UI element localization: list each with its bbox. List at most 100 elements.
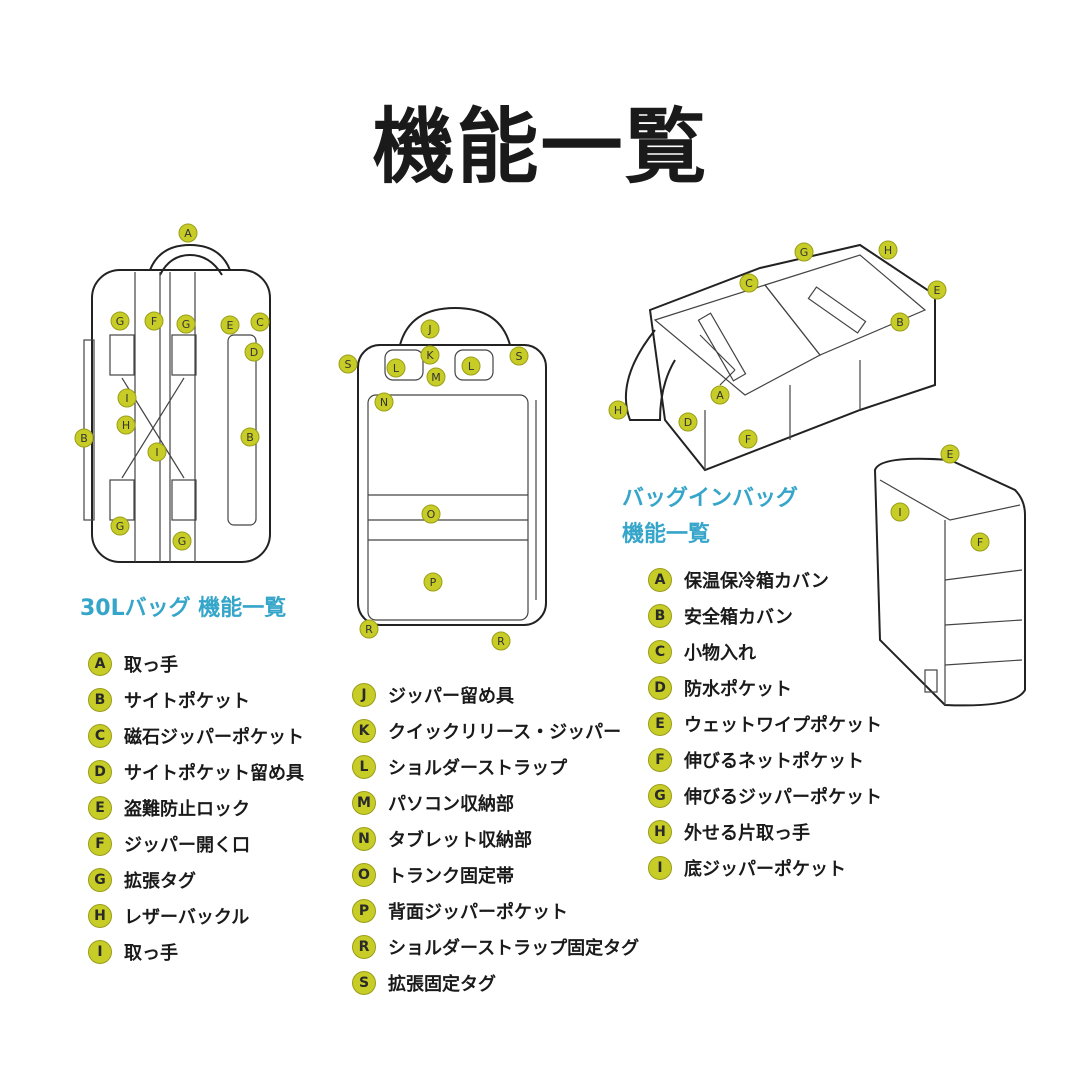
legend-item: O トランク固定帯 <box>352 857 639 893</box>
callout-marker-f: F <box>144 311 164 331</box>
svg-text:D: D <box>250 346 258 359</box>
legend-badge: P <box>352 899 376 923</box>
callout-marker-o: O <box>421 504 441 524</box>
callout-marker-c: C <box>739 273 759 293</box>
legend-label: 伸びるジッパーポケット <box>684 787 882 808</box>
legend-label: 盗難防止ロック <box>124 799 250 820</box>
legend-label: ジッパー留め具 <box>388 686 514 707</box>
svg-text:A: A <box>716 389 724 402</box>
svg-text:F: F <box>745 433 751 446</box>
legend-badge: S <box>352 971 376 995</box>
legend-badge: H <box>648 820 672 844</box>
legend-badge: D <box>648 676 672 700</box>
legend-label: サイトポケット留め具 <box>124 763 304 784</box>
svg-text:L: L <box>468 360 475 373</box>
legend-label: ショルダーストラップ <box>388 758 568 779</box>
backpack-front-illustration <box>357 306 547 626</box>
svg-text:G: G <box>800 246 809 259</box>
callout-marker-s: S <box>338 354 358 374</box>
svg-text:R: R <box>497 635 505 648</box>
legend-label: クイックリリース・ジッパー <box>388 722 622 743</box>
callout-marker-b: B <box>890 312 910 332</box>
svg-text:N: N <box>380 396 388 409</box>
legend-badge: D <box>88 760 112 784</box>
legend-label: トランク固定帯 <box>388 866 514 887</box>
legend-badge: J <box>352 683 376 707</box>
callout-marker-a: A <box>710 385 730 405</box>
svg-text:B: B <box>896 316 904 329</box>
legend-badge: O <box>352 863 376 887</box>
svg-text:I: I <box>125 392 128 405</box>
svg-text:H: H <box>884 244 892 257</box>
callout-marker-l: L <box>386 358 406 378</box>
callout-marker-d: D <box>244 342 264 362</box>
callout-marker-l: L <box>461 356 481 376</box>
legend-label: ウェットワイプポケット <box>684 715 882 736</box>
legend-label: サイトポケット <box>124 691 250 712</box>
legend-label: 磁石ジッパーポケット <box>124 727 304 748</box>
legend-label: 安全箱カバン <box>684 607 793 628</box>
callout-marker-g: G <box>110 311 130 331</box>
svg-text:F: F <box>977 536 983 549</box>
svg-text:A: A <box>184 227 192 240</box>
legend-badge: C <box>88 724 112 748</box>
legend-badge: B <box>88 688 112 712</box>
svg-text:E: E <box>947 448 954 461</box>
callout-marker-g: G <box>794 242 814 262</box>
legend-item: D 防水ポケット <box>648 670 882 706</box>
legend-item: G 伸びるジッパーポケット <box>648 778 882 814</box>
legend-label: 防水ポケット <box>684 679 792 700</box>
legend-label: パソコン収納部 <box>388 794 514 815</box>
legend-item: E ウェットワイプポケット <box>648 706 882 742</box>
legend-badge: L <box>352 755 376 779</box>
svg-text:H: H <box>122 419 130 432</box>
backpack-side-illustration <box>83 243 271 563</box>
bag-in-bag-section-title-line1: バッグインバッグ <box>622 486 799 511</box>
page-title: 機能一覧 <box>372 100 709 195</box>
legend-label: 小物入れ <box>684 643 756 664</box>
svg-text:I: I <box>155 446 158 459</box>
legend-badge: E <box>648 712 672 736</box>
legend-badge: G <box>648 784 672 808</box>
svg-text:M: M <box>431 371 441 384</box>
svg-text:G: G <box>182 318 191 331</box>
callout-marker-m: M <box>426 367 446 387</box>
callout-marker-e: E <box>927 280 947 300</box>
callout-marker-r: R <box>491 631 511 651</box>
callout-marker-n: N <box>374 392 394 412</box>
svg-text:S: S <box>345 358 352 371</box>
callout-marker-e: E <box>940 444 960 464</box>
legend-item: C 磁石ジッパーポケット <box>88 718 304 754</box>
legend-label: 取っ手 <box>124 655 178 676</box>
callout-marker-s: S <box>509 346 529 366</box>
legend-badge: F <box>88 832 112 856</box>
svg-text:G: G <box>178 535 187 548</box>
svg-text:O: O <box>427 508 436 521</box>
legend-item: P 背面ジッパーポケット <box>352 893 639 929</box>
legend-label: 背面ジッパーポケット <box>388 902 568 923</box>
callout-marker-b: B <box>74 428 94 448</box>
bag-in-bag-open-illustration <box>624 243 936 472</box>
svg-text:G: G <box>116 520 125 533</box>
callout-marker-i: I <box>147 442 167 462</box>
legend-label: 取っ手 <box>124 943 178 964</box>
legend-item: J ジッパー留め具 <box>352 677 639 713</box>
callout-marker-h: H <box>608 400 628 420</box>
legend-label: 底ジッパーポケット <box>684 859 846 880</box>
legend-label: ショルダーストラップ固定タグ <box>388 938 640 959</box>
legend-badge: A <box>88 652 112 676</box>
legend-item: D サイトポケット留め具 <box>88 754 304 790</box>
svg-text:B: B <box>80 432 88 445</box>
